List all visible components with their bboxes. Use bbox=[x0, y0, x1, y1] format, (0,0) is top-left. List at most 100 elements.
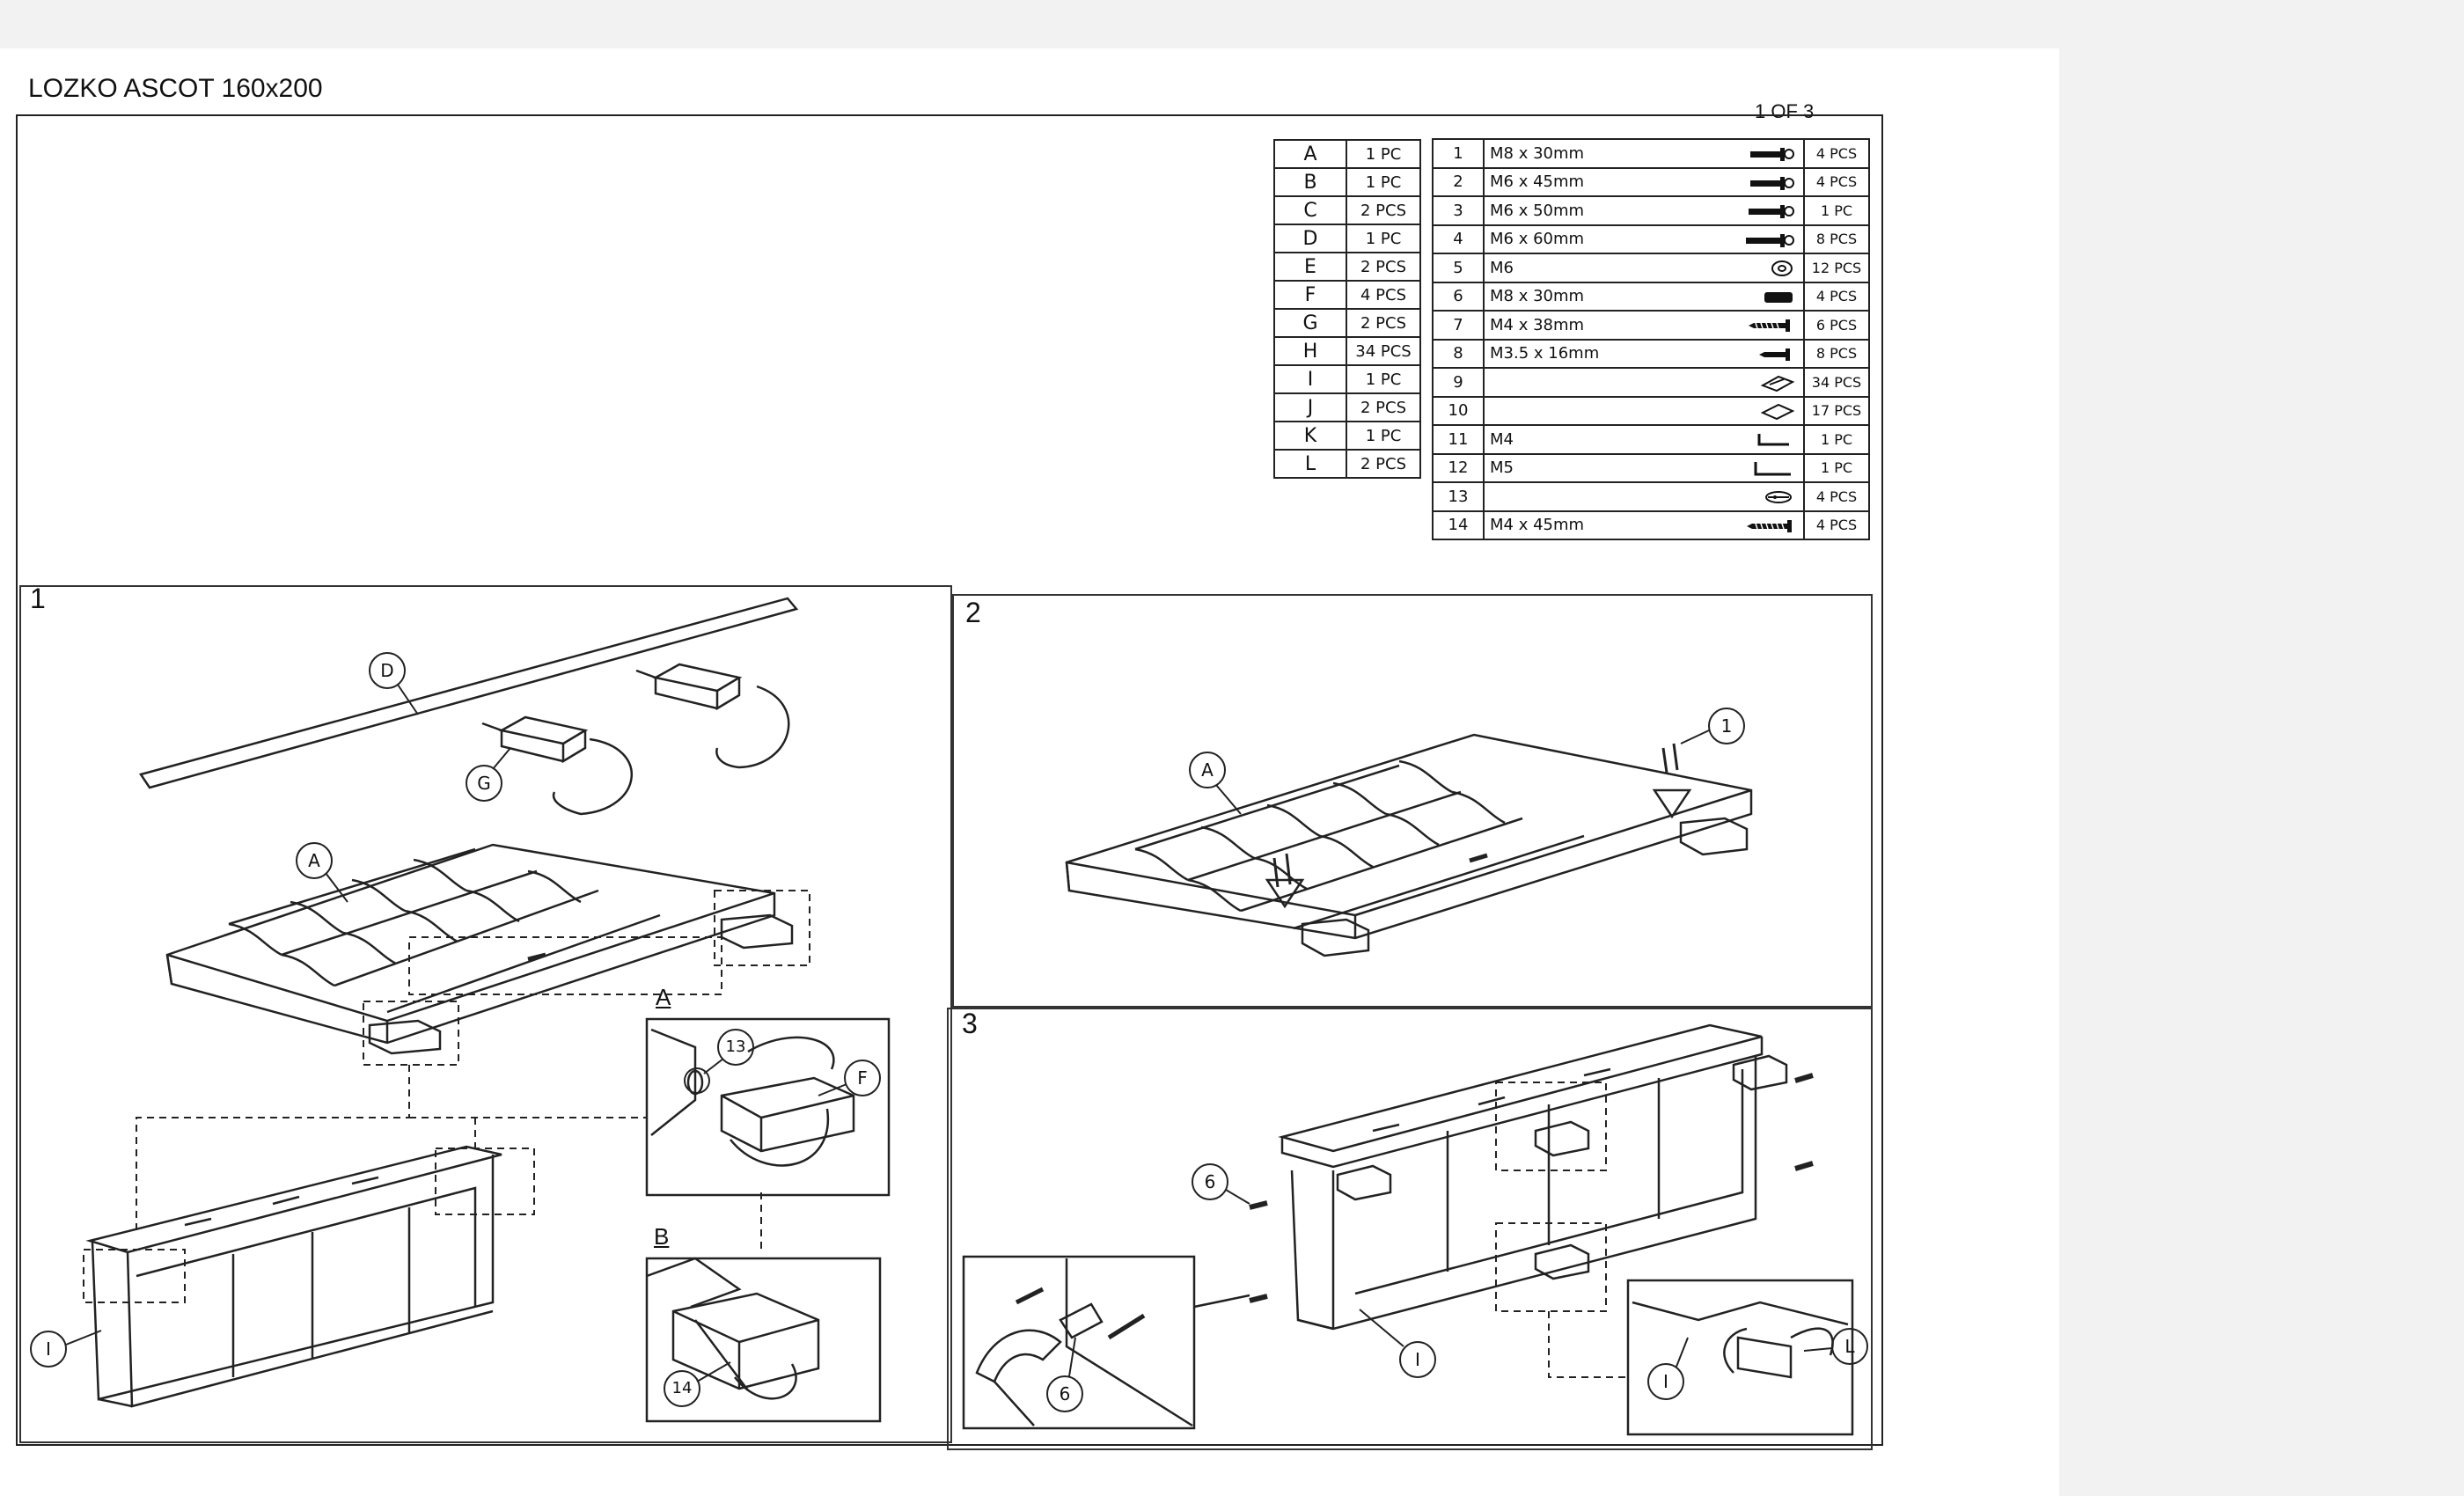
hardware-qty: 4 PCS bbox=[1803, 281, 1870, 312]
callout-i3-label: I bbox=[1415, 1349, 1420, 1370]
hardware-desc: M6 bbox=[1490, 258, 1514, 277]
hardware-qty: 1 PC bbox=[1803, 195, 1870, 226]
callout-1-label: 1 bbox=[1720, 715, 1733, 737]
allen-key-icon bbox=[1757, 434, 1789, 446]
part-letter: B bbox=[1273, 167, 1347, 197]
turn-arrow-2 bbox=[715, 685, 790, 769]
hardware-desc: M8 x 30mm bbox=[1490, 143, 1585, 163]
step-3-number: 3 bbox=[962, 1008, 978, 1039]
detail-a-arrow bbox=[730, 1108, 830, 1167]
part-qty: 34 PCS bbox=[1346, 336, 1421, 366]
part-qty: 2 PCS bbox=[1346, 308, 1421, 338]
hardware-number: 2 bbox=[1432, 166, 1485, 197]
hardware-desc: M6 x 50mm bbox=[1490, 201, 1585, 220]
footboard-i-step1 bbox=[85, 1145, 502, 1408]
hardware-number: 14 bbox=[1432, 510, 1485, 540]
table-row: 3 M6 x 50mm 1 PC bbox=[1432, 195, 1870, 226]
hardware-desc-cell: M6 x 50mm bbox=[1483, 195, 1805, 226]
part-qty: 2 PCS bbox=[1346, 195, 1421, 225]
callout-6-label: 6 bbox=[1204, 1171, 1216, 1192]
detail-a-wall bbox=[650, 1028, 697, 1136]
callout-1 bbox=[1680, 708, 1745, 744]
part-letter: I bbox=[1273, 364, 1347, 394]
cam-lock-icon bbox=[1765, 491, 1792, 503]
headboard-a-step2 bbox=[1065, 733, 1753, 957]
part-letter: G bbox=[1273, 308, 1347, 338]
hardware-number: 8 bbox=[1432, 338, 1485, 369]
callout-g bbox=[466, 747, 511, 802]
hardware-qty: 34 PCS bbox=[1803, 367, 1870, 398]
hardware-desc: M4 x 38mm bbox=[1490, 315, 1585, 334]
hardware-desc: M8 x 30mm bbox=[1490, 287, 1585, 306]
slat-d bbox=[138, 597, 799, 789]
step-2-panel bbox=[952, 594, 1873, 1008]
part-letter: A bbox=[1273, 139, 1347, 169]
dowel-g-2 bbox=[635, 663, 743, 711]
hardware-qty: 8 PCS bbox=[1803, 224, 1870, 254]
hardware-desc-cell: M4 x 45mm bbox=[1483, 510, 1805, 540]
part-qty: 4 PCS bbox=[1346, 280, 1421, 310]
hardware-desc-cell bbox=[1483, 481, 1805, 512]
hardware-desc-cell bbox=[1483, 395, 1805, 426]
bolt-icon bbox=[1746, 233, 1794, 247]
hardware-desc: M5 bbox=[1490, 458, 1514, 478]
hardware-number: 5 bbox=[1432, 253, 1485, 283]
dowel-g-1 bbox=[481, 715, 589, 764]
screw-icon bbox=[1747, 519, 1792, 532]
hardware-desc-cell bbox=[1483, 367, 1805, 398]
callout-i-detail bbox=[1647, 1337, 1689, 1400]
hardware-qty: 1 PC bbox=[1803, 424, 1870, 455]
callout-13 bbox=[684, 1029, 754, 1094]
part-letter: D bbox=[1273, 224, 1347, 253]
part-letter: E bbox=[1273, 252, 1347, 282]
callout-6b-label: 6 bbox=[1059, 1383, 1071, 1404]
hardware-number: 10 bbox=[1432, 395, 1485, 426]
part-qty: 2 PCS bbox=[1346, 449, 1421, 479]
part-qty: 1 PC bbox=[1346, 224, 1421, 253]
part-qty: 1 PC bbox=[1346, 139, 1421, 169]
hardware-desc: M3.5 x 16mm bbox=[1490, 344, 1600, 363]
bolt-icon bbox=[1749, 205, 1794, 218]
bolt-icon bbox=[1750, 176, 1794, 190]
hardware-qty: 6 PCS bbox=[1803, 310, 1870, 341]
button-icon bbox=[1760, 375, 1795, 392]
page-frame bbox=[16, 114, 1883, 1446]
hardware-desc-cell: M4 bbox=[1483, 424, 1805, 455]
footboard-i-step3 bbox=[1278, 1023, 1788, 1331]
hardware-desc-cell: M6 x 45mm bbox=[1483, 166, 1805, 197]
callout-i4-label: I bbox=[1663, 1371, 1668, 1392]
hardware-number: 11 bbox=[1432, 424, 1485, 455]
callout-f bbox=[818, 1060, 881, 1096]
part-qty: 1 PC bbox=[1346, 364, 1421, 394]
subview-a-label: A bbox=[656, 984, 671, 1010]
callout-l-label: L bbox=[1844, 1336, 1855, 1357]
dowel-icon bbox=[1764, 291, 1793, 303]
hardware-number: 3 bbox=[1432, 195, 1485, 226]
callout-g-label: G bbox=[477, 773, 491, 794]
hardware-number: 7 bbox=[1432, 310, 1485, 341]
detail-b-box bbox=[645, 1257, 882, 1423]
part-qty: 2 PCS bbox=[1346, 392, 1421, 422]
step-2-number: 2 bbox=[965, 597, 981, 628]
part-letter: L bbox=[1273, 449, 1347, 479]
callout-a-label: A bbox=[308, 850, 320, 871]
hardware-desc: M6 x 45mm bbox=[1490, 172, 1585, 192]
hardware-desc: M6 x 60mm bbox=[1490, 230, 1585, 249]
part-qty: 1 PC bbox=[1346, 421, 1421, 451]
callout-13-label: 13 bbox=[725, 1038, 746, 1056]
callout-a2-label: A bbox=[1201, 759, 1214, 781]
